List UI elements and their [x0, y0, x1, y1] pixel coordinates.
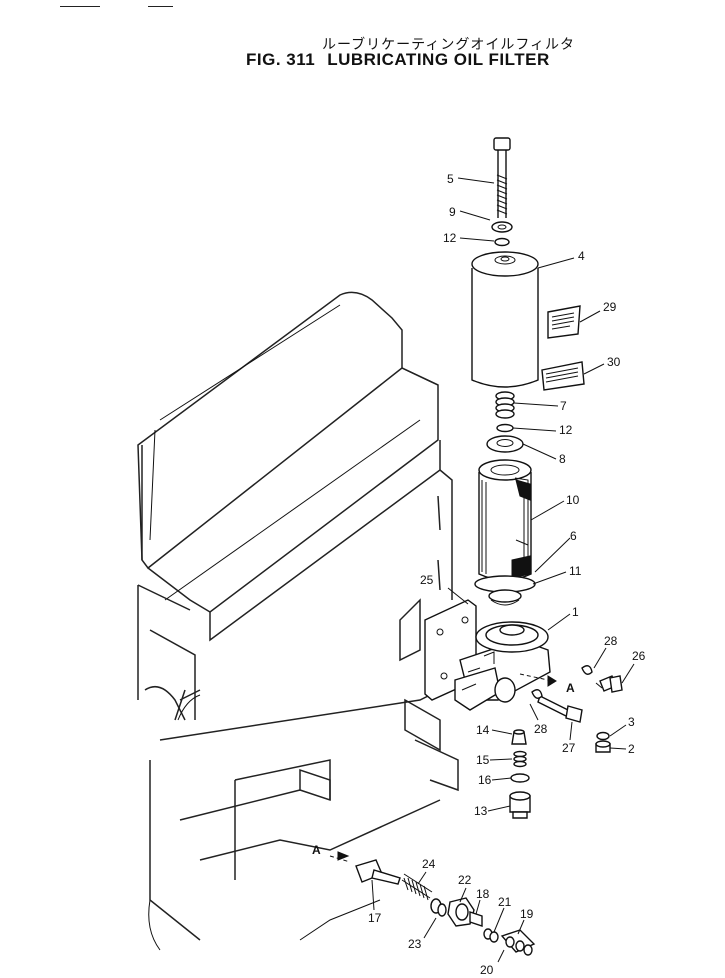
- washer: [596, 731, 610, 741]
- header-rule-right: [148, 6, 173, 7]
- view-arrow: A: [312, 843, 351, 863]
- callout-23: 23: [408, 937, 422, 951]
- leader-lines: [371, 177, 635, 963]
- callout-30: 30: [607, 355, 621, 369]
- o-ring: [496, 423, 514, 433]
- callout-27: 27: [562, 741, 576, 755]
- callout-28-left: 28: [534, 722, 548, 736]
- callout-28-right: 28: [604, 634, 618, 648]
- caution-plate: [541, 361, 585, 391]
- plug: [595, 740, 611, 753]
- filter-element: [478, 459, 532, 581]
- spring: [495, 391, 515, 419]
- spring: [401, 873, 433, 901]
- spring: [513, 750, 527, 768]
- valve-plug: [469, 911, 483, 927]
- washer: [531, 689, 543, 699]
- figure-number: FIG. 311: [246, 50, 316, 69]
- o-ring: [494, 237, 510, 247]
- callout-5: 5: [447, 172, 454, 186]
- valve-body: [355, 859, 401, 885]
- callout-29: 29: [603, 300, 617, 314]
- washer: [581, 665, 593, 675]
- callout-6: 6: [570, 529, 577, 543]
- figure-title: FIG. 311 LUBRICATING OIL FILTER: [246, 50, 550, 70]
- valve-kit: [500, 929, 536, 956]
- callout-20: 20: [480, 963, 494, 977]
- view-marker-label: A: [312, 843, 321, 857]
- callout-19: 19: [520, 907, 534, 921]
- filter-case: [471, 251, 539, 388]
- callout-25: 25: [420, 573, 434, 587]
- callout-7: 7: [560, 399, 567, 413]
- callout-21: 21: [498, 895, 512, 909]
- figure-title-japanese: ルーブリケーティングオイルフィルタ: [322, 37, 576, 53]
- callout-13: 13: [474, 804, 488, 818]
- callout-labels: 5 9 12 4 29 30 7 12 8 10 6 11 1 25 28 26…: [368, 172, 646, 977]
- o-ring: [483, 928, 499, 943]
- caution-plate: [547, 305, 581, 339]
- callout-8: 8: [559, 452, 566, 466]
- bolt: [595, 675, 623, 693]
- callout-22: 22: [458, 873, 472, 887]
- callout-12-lower: 12: [559, 423, 573, 437]
- figure-title-english: LUBRICATING OIL FILTER: [327, 50, 550, 69]
- plug: [509, 791, 531, 819]
- callout-18: 18: [476, 887, 490, 901]
- callout-2: 2: [628, 742, 635, 756]
- callout-9: 9: [449, 205, 456, 219]
- callout-14: 14: [476, 723, 490, 737]
- relief-valve: [511, 729, 527, 745]
- center-bolt: [493, 137, 511, 218]
- engine-block: [137, 291, 459, 951]
- filter-head: [424, 599, 551, 711]
- callout-4: 4: [578, 249, 585, 263]
- washer: [430, 898, 447, 917]
- callout-3: 3: [628, 715, 635, 729]
- packing-ring: [488, 589, 522, 606]
- o-ring: [510, 773, 530, 783]
- callout-26: 26: [632, 649, 646, 663]
- callout-10: 10: [566, 493, 580, 507]
- view-arrow: A: [519, 673, 575, 695]
- callout-15: 15: [476, 753, 490, 767]
- callout-16: 16: [478, 773, 492, 787]
- callout-11: 11: [569, 564, 582, 578]
- callout-1: 1: [572, 605, 579, 619]
- callout-12-upper: 12: [443, 231, 457, 245]
- header-rule-left: [60, 6, 100, 7]
- callout-24: 24: [422, 857, 436, 871]
- seat: [486, 435, 524, 453]
- valve-nut: [447, 897, 475, 927]
- view-marker-label: A: [566, 681, 575, 695]
- callout-17: 17: [368, 911, 382, 925]
- bolt: [537, 695, 583, 723]
- washer: [491, 221, 513, 233]
